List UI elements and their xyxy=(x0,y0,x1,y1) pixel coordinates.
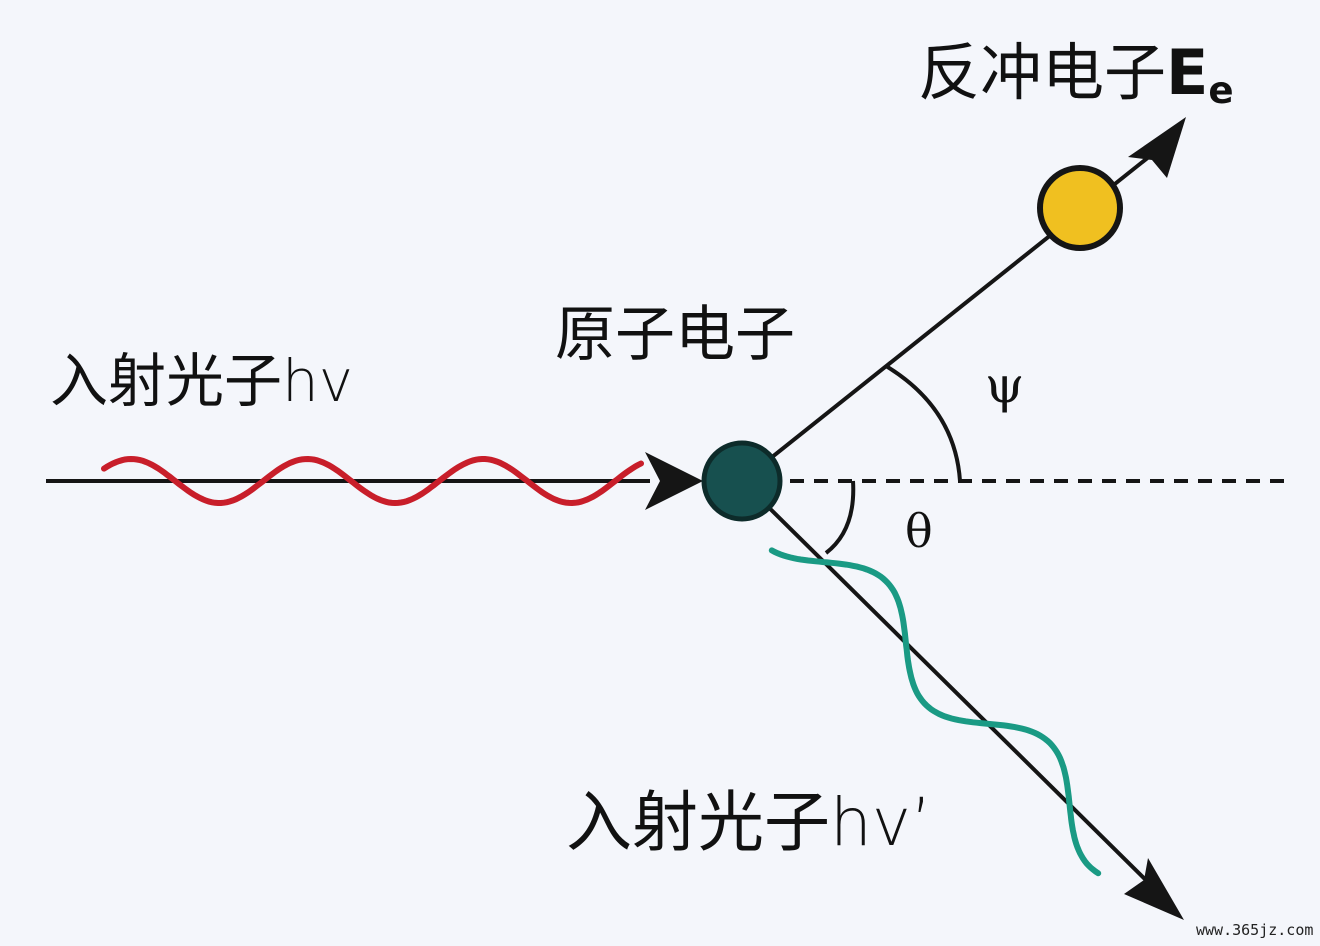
recoil-arrowhead xyxy=(1128,117,1186,178)
recoil-electron-circle xyxy=(1037,165,1123,251)
recoil-energy-subscript: e xyxy=(1208,68,1234,113)
scattered-arrowhead xyxy=(1124,858,1184,920)
atomic-electron-label: 原子电子 xyxy=(555,300,795,370)
recoil-energy-symbol: E xyxy=(1166,36,1209,109)
incident-photon-label: 入射光子hv xyxy=(50,347,354,415)
theta-angle-arc xyxy=(824,480,856,555)
psi-angle-arc xyxy=(884,364,962,482)
atomic-electron-circle xyxy=(701,440,783,522)
scattered-photon-label: 入射光子hv’ xyxy=(566,784,932,861)
incident-arrowhead xyxy=(645,452,703,510)
watermark-text: www.365jz.com xyxy=(1196,921,1314,939)
incident-photon-wave xyxy=(101,455,644,507)
recoil-electron-text: 反冲电子 xyxy=(918,36,1167,109)
scattered-photon-path xyxy=(740,479,1160,894)
psi-angle-label: ψ xyxy=(985,356,1025,414)
theta-angle-label: θ xyxy=(905,504,933,558)
recoil-electron-label: 反冲电子Ee xyxy=(918,42,1234,109)
scattered-photon-wave xyxy=(768,547,1102,877)
